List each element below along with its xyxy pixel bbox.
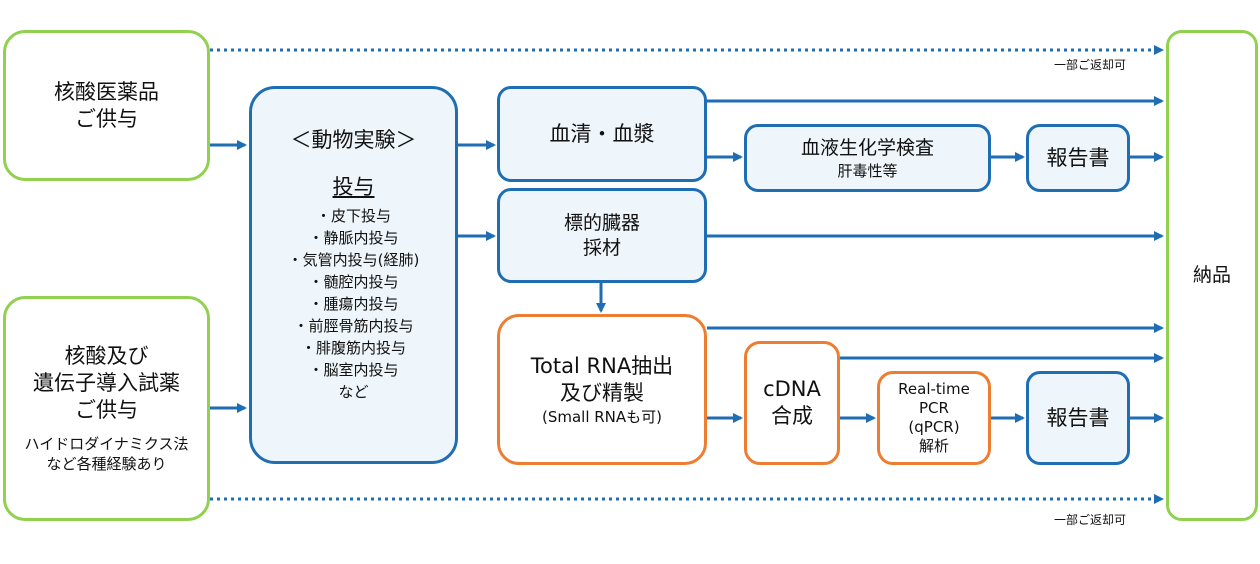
input-nucleic-drug-title: 核酸医薬品 ご供与 [54, 79, 159, 131]
administration-item: ・腓腹筋内投与 [300, 339, 406, 357]
realtime-pcr-box: Real-time PCR (qPCR) 解析 [877, 371, 991, 465]
serum-plasma-box: 血清・血漿 [497, 86, 707, 182]
realtime-pcr-label: Real-time PCR (qPCR) 解析 [898, 380, 970, 455]
animal-experiment-title: ＜動物実験＞ [290, 128, 417, 152]
serum-plasma-label: 血清・血漿 [549, 121, 655, 146]
cdna-box: cDNA 合成 [744, 341, 840, 465]
report-label-1: 報告書 [1046, 145, 1110, 170]
input-nucleic-gene-note: ハイドロダイナミクス法 など各種経験あり [24, 435, 189, 473]
target-organ-box: 標的臓器 採材 [497, 188, 707, 283]
partial-return-note-bottom: 一部ご返却可 [1054, 513, 1127, 527]
blood-biochemistry-label: 血液生化学検査 [800, 136, 934, 159]
cdna-label: cDNA 合成 [763, 377, 821, 428]
blood-biochemistry-box: 血液生化学検査 肝毒性等 [744, 124, 991, 192]
report-box-2: 報告書 [1026, 371, 1130, 465]
delivery-box: 納品 [1166, 30, 1258, 521]
administration-item: ・静脈内投与 [308, 229, 399, 247]
delivery-label: 納品 [1192, 264, 1231, 286]
administration-item: ・腫瘍内投与 [308, 295, 399, 313]
blood-biochemistry-sub: 肝毒性等 [837, 161, 898, 180]
report-label-2: 報告書 [1046, 405, 1110, 430]
total-rna-title: Total RNA抽出 及び精製 [530, 353, 674, 405]
total-rna-box: Total RNA抽出 及び精製 (Small RNAも可) [497, 314, 707, 465]
administration-list: ・皮下投与・静脈内投与・気管内投与(経肺) ・髄腔内投与・腫瘍内投与・前脛骨筋内投… [288, 205, 420, 403]
input-nucleic-gene: 核酸及び 遺伝子導入試薬 ご供与 ハイドロダイナミクス法 など各種経験あり [3, 296, 210, 521]
total-rna-sub: (Small RNAも可) [541, 407, 663, 426]
input-nucleic-drug: 核酸医薬品 ご供与 [3, 30, 210, 181]
administration-item: ・前脛骨筋内投与 [293, 317, 414, 335]
administration-item: ・髄腔内投与 [308, 273, 399, 291]
administration-heading: 投与 [332, 175, 375, 199]
administration-item: など [338, 383, 369, 401]
input-nucleic-gene-title: 核酸及び 遺伝子導入試薬 ご供与 [33, 344, 180, 422]
partial-return-note-top: 一部ご返却可 [1054, 58, 1127, 72]
report-box-1: 報告書 [1026, 124, 1130, 192]
administration-item: ・気管内投与(経肺) [287, 251, 420, 269]
administration-item: ・皮下投与 [315, 207, 391, 225]
animal-experiment-box: ＜動物実験＞ 投与 ・皮下投与・静脈内投与・気管内投与(経肺) ・髄腔内投与・腫瘍… [249, 86, 458, 464]
administration-item: ・脳室内投与 [308, 361, 399, 379]
target-organ-label: 標的臓器 採材 [563, 211, 640, 259]
